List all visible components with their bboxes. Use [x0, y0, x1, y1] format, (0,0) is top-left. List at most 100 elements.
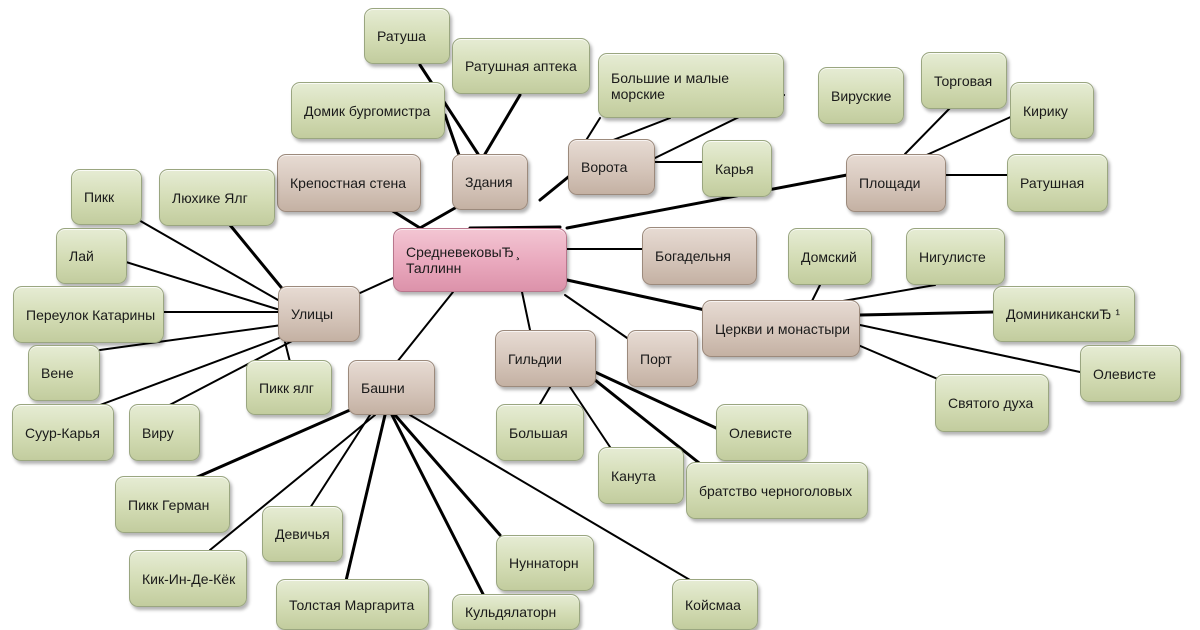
node-lai-street[interactable]: Лай [56, 228, 127, 284]
category-node-churches[interactable]: Церкви и монастыри [702, 300, 860, 357]
node-label: Койсмаа [685, 596, 741, 613]
connector-line [858, 310, 995, 317]
node-olai-church[interactable]: Олевисте [1080, 345, 1181, 402]
node-pikk-hermann[interactable]: Пикк Герман [115, 476, 230, 533]
node-label: Домик бургомистра [304, 102, 431, 119]
connector-line [393, 413, 502, 537]
node-kiriku-square[interactable]: Кирику [1010, 82, 1094, 139]
node-label: Суур-Карья [25, 424, 101, 441]
node-blackheads-brotherhood[interactable]: братство черноголовых [686, 462, 868, 519]
connector-line [390, 413, 487, 600]
category-label: Здания [465, 174, 513, 190]
node-label: Богадельня [655, 248, 731, 264]
category-node-buildings[interactable]: Здания [452, 154, 528, 210]
connector-line [309, 414, 371, 509]
node-label: Большие и малые морские [611, 69, 729, 102]
node-label: Пикк [84, 189, 115, 205]
node-pikk-street[interactable]: Пикк [71, 169, 142, 225]
node-label: Ратуша [377, 28, 426, 44]
node-great-guild[interactable]: Большая [496, 404, 584, 461]
node-pikk-jalg[interactable]: Пикк ялг [246, 360, 332, 415]
node-fortress-wall[interactable]: Крепостная стена [277, 154, 421, 212]
node-label: Святого духа [948, 395, 1034, 411]
connector-line [539, 386, 551, 405]
node-luhike-jalg[interactable]: Люхике Ялг [159, 169, 275, 226]
category-node-streets[interactable]: Улицы [278, 286, 360, 342]
connector-line [99, 324, 283, 351]
connector-line [483, 93, 522, 156]
node-label: Вируские [831, 87, 892, 104]
node-label: Кирику [1023, 102, 1068, 119]
connector-line [343, 413, 387, 587]
connector-line [129, 214, 279, 301]
category-node-towers[interactable]: Башни [348, 360, 435, 415]
connector-line [209, 414, 376, 551]
connector-line [409, 414, 691, 581]
node-olai-guild[interactable]: Олевисте [716, 404, 808, 461]
node-label: Пикк Герман [128, 496, 210, 513]
node-holy-spirit-church[interactable]: Святого духа [935, 374, 1049, 432]
node-niguliste-church[interactable]: Нигулисте [906, 228, 1005, 285]
node-kuldjalatorn[interactable]: Кульдялаторн [452, 594, 580, 630]
connector-line [593, 370, 718, 430]
node-dome-church[interactable]: Домский [788, 228, 872, 285]
node-label: Домский [801, 248, 857, 265]
node-label: Большая [509, 424, 568, 441]
node-label: Кик-Ин-Де-Кёк [142, 570, 236, 587]
connector-line [468, 225, 562, 230]
connector-line [159, 339, 295, 411]
node-almshouse[interactable]: Богадельня [642, 227, 757, 285]
category-label: Церкви и монастыри [715, 320, 850, 337]
connector-line [607, 117, 671, 143]
node-fat-margaret[interactable]: Толстая Маргарита [276, 579, 429, 630]
node-karya-gates[interactable]: Карья [702, 140, 772, 197]
node-great-small-sea-gates[interactable]: Большие и малые морские [598, 53, 784, 118]
node-label: Лай [69, 248, 94, 264]
connector-line [564, 294, 631, 341]
node-market-square[interactable]: Торговая [921, 52, 1007, 109]
connector-line [857, 344, 941, 381]
connector-line [565, 173, 849, 230]
category-node-gates[interactable]: Ворота [568, 139, 655, 195]
node-kiek-in-de-kok[interactable]: Кик-Ин-Де-Кёк [129, 550, 247, 607]
node-label: Кульдялаторн [465, 604, 557, 620]
node-town-hall[interactable]: Ратуша [364, 8, 450, 64]
node-label: Пикк ялг [259, 379, 314, 396]
node-burgomaster-house[interactable]: Домик бургомистра [291, 82, 445, 139]
node-viru-street[interactable]: Виру [129, 404, 200, 461]
node-label: Олевисте [729, 424, 792, 441]
category-label: Гильдии [508, 350, 562, 367]
node-port[interactable]: Порт [627, 330, 698, 387]
node-label: Нуннаторн [509, 555, 579, 571]
node-town-hall-pharmacy[interactable]: Ратушная аптека [452, 38, 590, 94]
category-label: Площади [859, 175, 921, 191]
node-katariina-lane[interactable]: Переулок Катарины [13, 286, 164, 343]
node-kanuti-guild[interactable]: Канута [598, 447, 684, 504]
node-nunnatorn[interactable]: Нуннаторн [496, 535, 594, 591]
category-node-squares[interactable]: Площади [846, 154, 946, 212]
node-vene-street[interactable]: Вене [28, 345, 100, 401]
node-label: Ратушная [1020, 175, 1085, 191]
node-koismaa[interactable]: Койсмаа [672, 579, 758, 630]
node-viru-gates[interactable]: Вируские [818, 67, 904, 124]
node-town-hall-square[interactable]: Ратушная [1007, 154, 1108, 212]
connector-line [443, 113, 462, 160]
node-label: Олевисте [1093, 365, 1156, 382]
node-maiden-tower[interactable]: Девичья [262, 506, 343, 562]
node-dominican-monastery[interactable]: ДоминиканскиЂ ¹ [993, 286, 1135, 342]
connector-line [193, 408, 352, 480]
connector-line [904, 107, 951, 155]
root-node-medieval-tallinn[interactable]: СредневековыЂ ̧ Таллинн [393, 228, 567, 292]
connector-line [859, 324, 1081, 373]
node-label: Ратушная аптека [465, 58, 577, 74]
connector-line [359, 277, 394, 294]
connector-line [418, 206, 457, 230]
connector-line [565, 278, 707, 312]
node-suur-karja[interactable]: Суур-Карья [12, 404, 114, 461]
category-label: Ворота [581, 159, 628, 175]
node-label: Вене [41, 365, 74, 381]
node-label: Торговая [934, 72, 993, 89]
connector-line [593, 378, 720, 480]
category-node-guilds[interactable]: Гильдии [495, 330, 596, 387]
